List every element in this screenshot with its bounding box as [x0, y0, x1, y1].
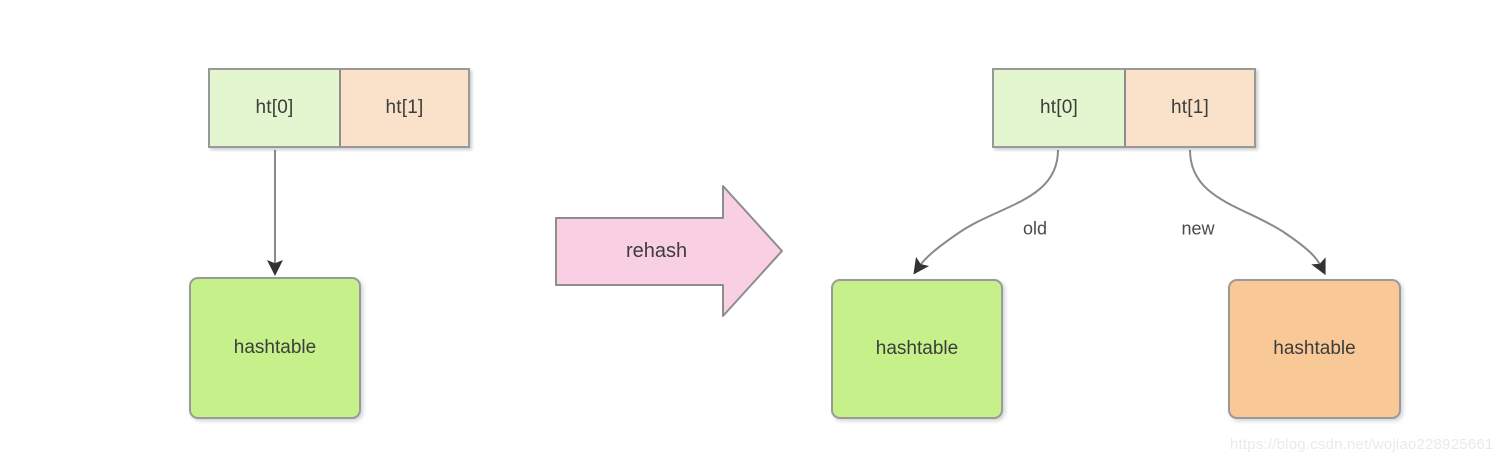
left-ht-cell-ht1-label: ht[1] [385, 97, 424, 118]
left-ht-cell-ht1[interactable]: ht[1] [338, 70, 468, 146]
connector-right-ht0-old [913, 149, 1059, 275]
left-ht-table: ht[0] ht[1] [208, 68, 470, 148]
left-hashtable-box[interactable]: hashtable [189, 277, 361, 419]
right-ht-cell-ht0-label: ht[0] [1040, 97, 1078, 118]
edge-label-new: new [1181, 218, 1215, 239]
left-ht-cell-ht0[interactable]: ht[0] [210, 70, 339, 146]
connector-right-ht1-new [1189, 149, 1326, 276]
watermark-text: https://blog.csdn.net/wojiao228925661 [1230, 436, 1494, 453]
left-hashtable-box-label: hashtable [233, 337, 317, 358]
right-ht-cell-ht1-label: ht[1] [1171, 97, 1209, 118]
edge-label-old: old [1022, 218, 1048, 239]
right-hashtable-box-old-label: hashtable [875, 338, 959, 359]
left-ht-cell-ht0-label: ht[0] [255, 97, 294, 118]
right-ht-cell-ht0[interactable]: ht[0] [994, 70, 1124, 146]
right-ht-cell-ht1[interactable]: ht[1] [1123, 70, 1254, 146]
right-hashtable-box-new[interactable]: hashtable [1228, 279, 1401, 419]
right-hashtable-box-new-label: hashtable [1273, 338, 1356, 359]
right-ht-table: ht[0] ht[1] [992, 68, 1256, 148]
rehash-arrow-label: rehash [626, 240, 688, 262]
right-hashtable-box-old[interactable]: hashtable [831, 279, 1003, 419]
